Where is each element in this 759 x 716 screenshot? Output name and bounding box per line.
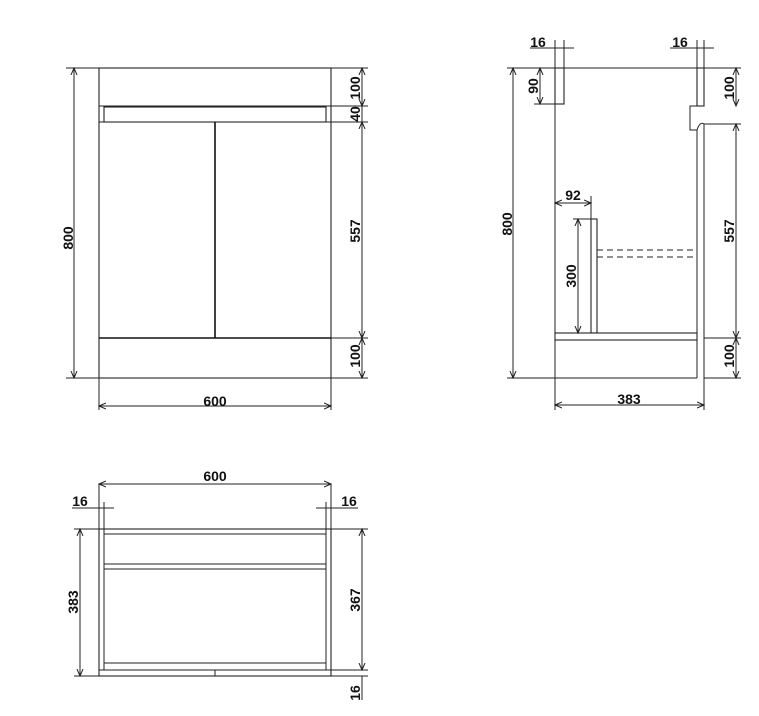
plan-back-label: 16 [347,685,363,701]
side-height-label: 800 [499,212,515,236]
plan-left-thickness-label: 16 [72,493,88,509]
side-front-top-panel [696,67,705,107]
side-shelf-offset-label: 92 [565,187,581,203]
side-shelf-support [590,218,598,334]
plan-width-label: 600 [203,468,227,484]
side-front-notch [689,105,697,131]
front-top-rail-label: 100 [347,76,363,100]
side-door-label: 557 [721,219,737,243]
side-plinth-label: 100 [721,344,737,368]
side-top-label: 100 [721,76,737,100]
side-depth-label: 383 [617,391,641,407]
plan-outline [98,528,332,677]
plan-view: 600 16 16 383 367 16 [65,468,368,701]
side-left-thickness-label: 16 [530,34,546,50]
front-plinth-label: 100 [347,344,363,368]
front-gap-label: 40 [347,106,363,122]
side-top-inner-label: 90 [525,78,541,94]
side-base-panel [554,332,698,341]
side-right-thickness-label: 16 [672,34,688,50]
front-door-label: 557 [347,219,363,243]
side-view: 16 16 90 800 92 300 100 557 100 [499,34,741,410]
side-shelf-height-label: 300 [563,264,579,288]
front-width-label: 600 [203,393,227,409]
front-view: 800 100 40 557 100 600 [60,68,368,410]
side-door-curve [696,122,705,131]
plan-right-thickness-label: 16 [341,493,357,509]
front-drawer-gap [103,106,327,123]
side-back-top-panel [554,67,565,105]
plan-inner-depth-label: 367 [347,588,363,612]
front-height-label: 800 [60,226,76,250]
plan-depth-label: 383 [65,590,81,614]
